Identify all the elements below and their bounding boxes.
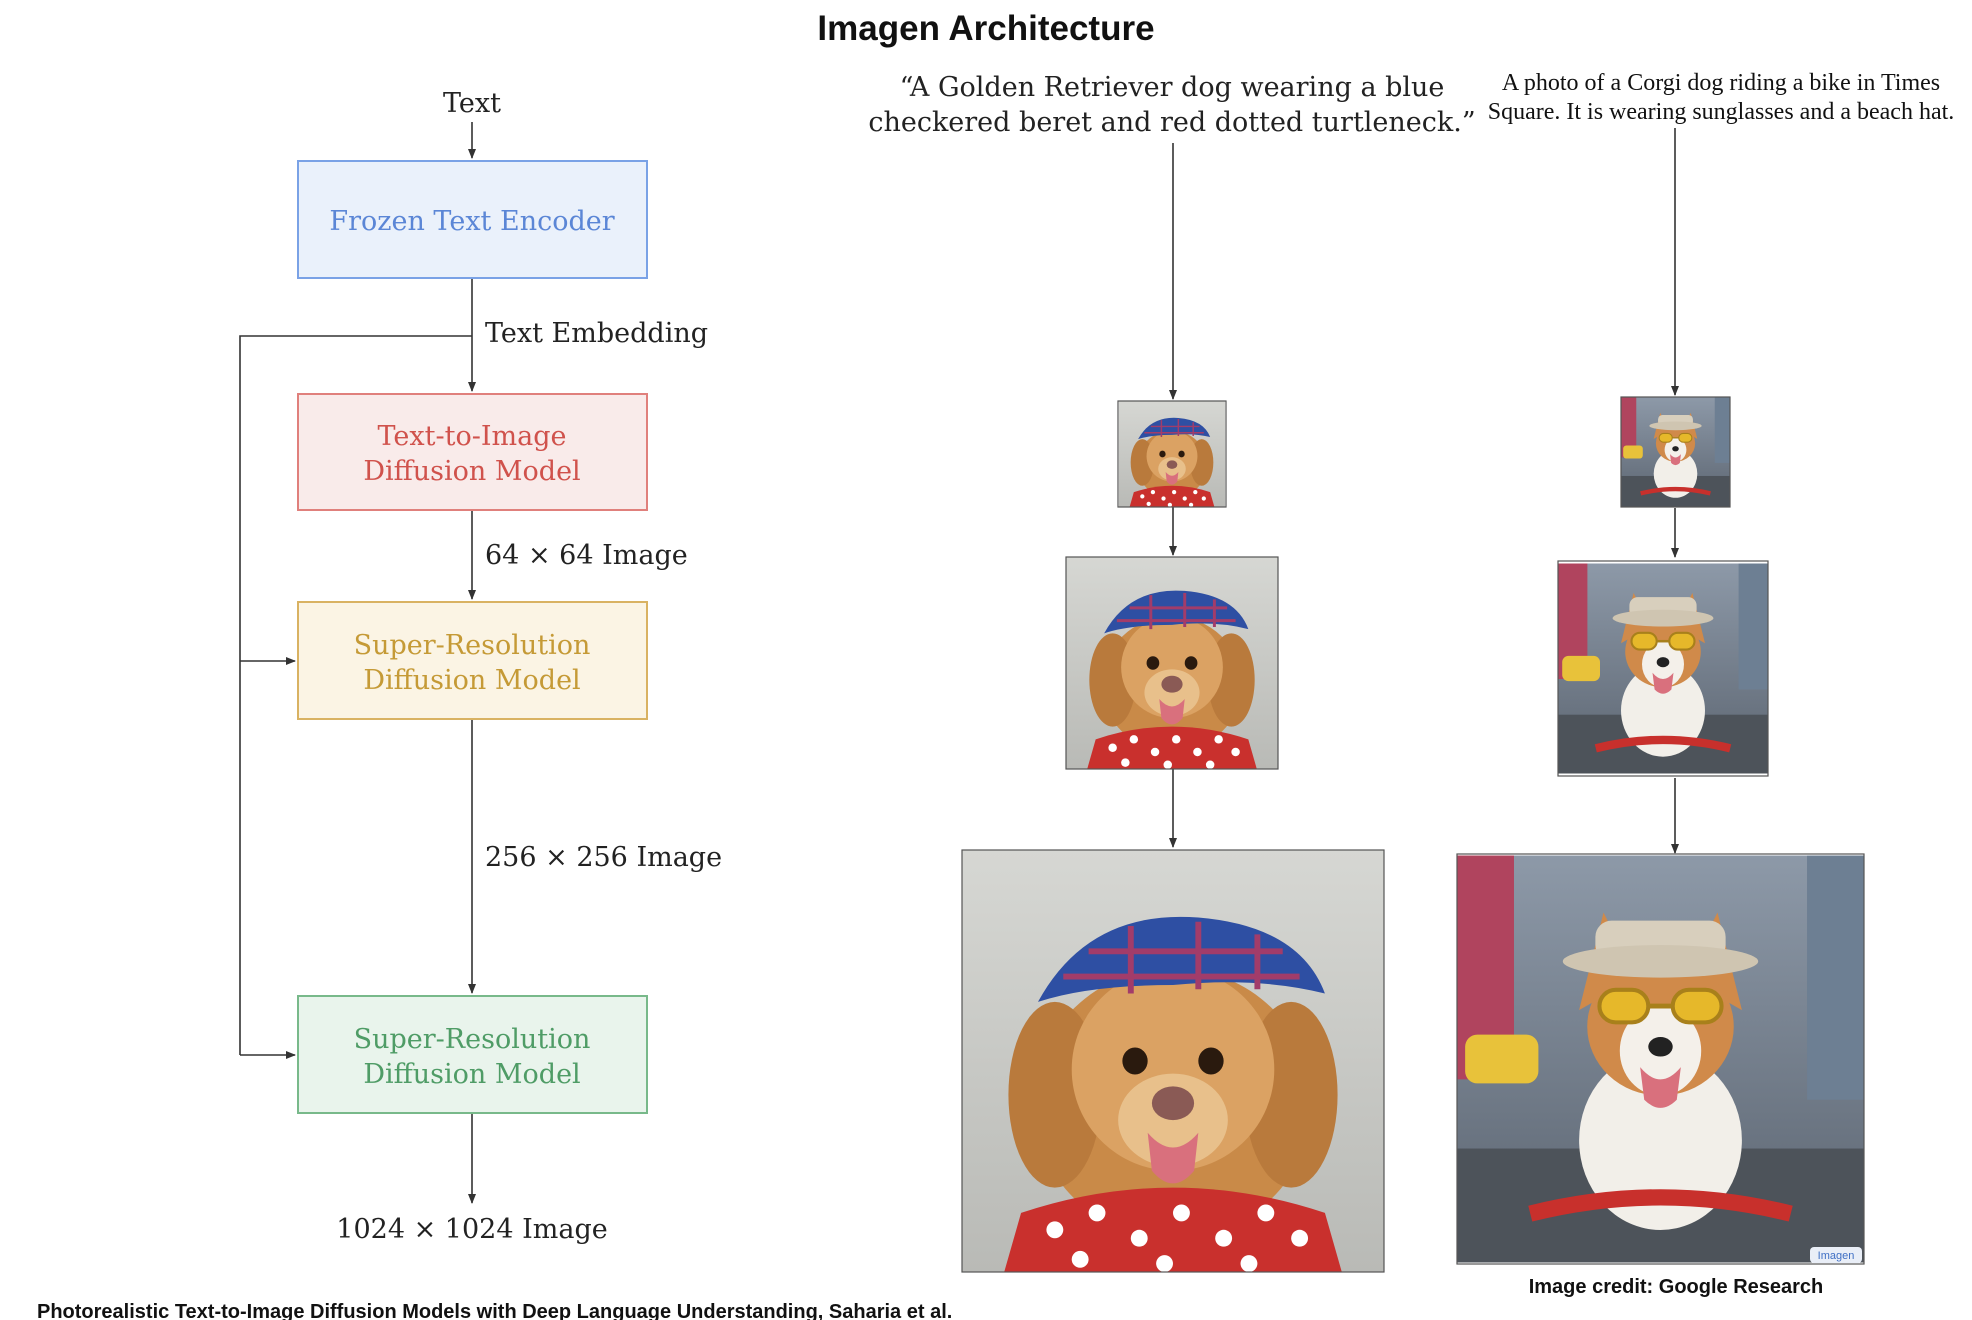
box-frozen-text-encoder: Frozen Text Encoder	[297, 160, 648, 279]
embedding-bypass-line	[239, 335, 472, 1055]
edge-label-256-image: 256 × 256 Image	[485, 842, 722, 873]
imagen-watermark-badge	[1810, 1247, 1862, 1263]
paper-citation: Photorealistic Text-to-Image Diffusion M…	[37, 1301, 952, 1320]
box-sr1-label-line2: Diffusion Model	[363, 665, 580, 696]
example-corgi: A photo of a Corgi dog riding a bike in …	[1456, 70, 1955, 1265]
prompt-corgi-line1: A photo of a Corgi dog riding a bike in …	[1502, 70, 1940, 96]
golden-retriever-image-64	[1117, 400, 1227, 508]
example-golden-retriever: “A Golden Retriever dog wearing a blue c…	[868, 72, 1476, 1273]
box-t2i-label-line1: Text-to-Image	[378, 421, 567, 452]
imagen-watermark-text: Imagen	[1818, 1250, 1855, 1262]
golden-retriever-image-256	[1065, 556, 1279, 770]
corgi-image-256	[1557, 560, 1769, 777]
prompt-corgi-line2: Square. It is wearing sunglasses and a b…	[1488, 99, 1955, 125]
pipeline-diagram: Text Frozen Text Encoder Text-to-Image D…	[239, 88, 722, 1245]
input-text-label: Text	[443, 88, 501, 119]
golden-retriever-image-1024	[961, 849, 1385, 1273]
corgi-image-1024: Imagen	[1456, 853, 1865, 1265]
image-credit: Image credit: Google Research	[1529, 1276, 1824, 1298]
output-image-label: 1024 × 1024 Image	[336, 1214, 607, 1245]
prompt-golden-line2: checkered beret and red dotted turtlenec…	[868, 107, 1475, 138]
figure-title: Imagen Architecture	[817, 9, 1154, 48]
box-t2i-label-line2: Diffusion Model	[363, 456, 580, 487]
box-super-resolution-1: Super-Resolution Diffusion Model	[297, 601, 648, 720]
edge-label-text-embedding: Text Embedding	[485, 318, 708, 349]
box-sr2-label-line1: Super-Resolution	[354, 1024, 591, 1055]
prompt-golden-line1: “A Golden Retriever dog wearing a blue	[900, 72, 1445, 103]
box-frozen-text-encoder-label: Frozen Text Encoder	[329, 206, 614, 237]
box-sr2-label-line2: Diffusion Model	[363, 1059, 580, 1090]
corgi-image-64	[1620, 396, 1731, 508]
edge-label-64-image: 64 × 64 Image	[485, 540, 688, 571]
box-text-to-image-diffusion: Text-to-Image Diffusion Model	[297, 393, 648, 511]
box-sr1-label-line1: Super-Resolution	[354, 630, 591, 661]
box-super-resolution-2: Super-Resolution Diffusion Model	[297, 995, 648, 1114]
